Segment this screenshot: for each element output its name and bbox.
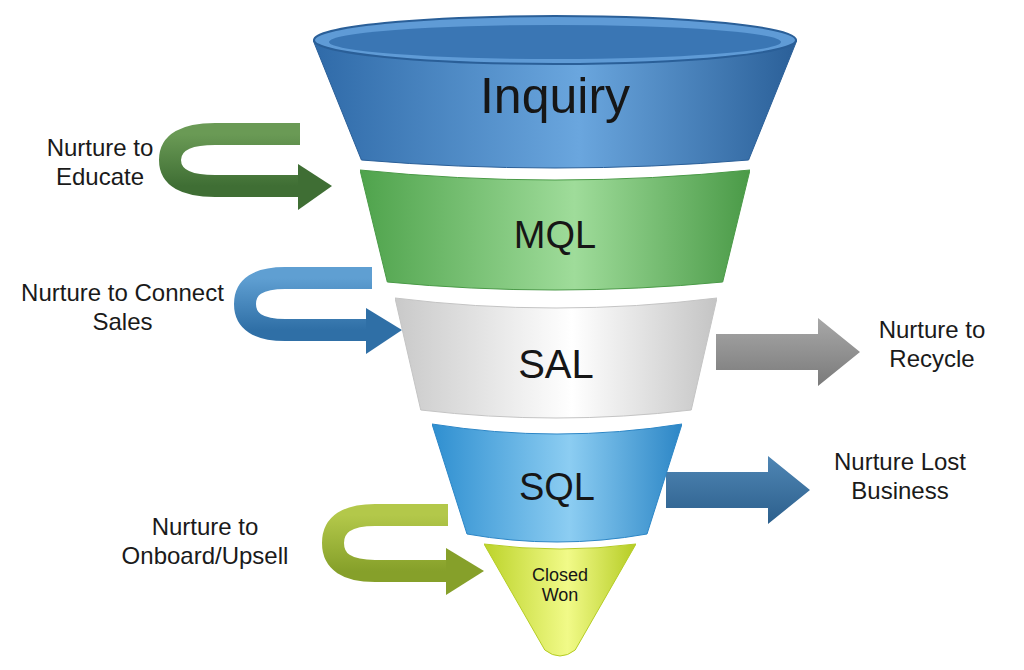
- u-turn-arrow: [245, 278, 402, 354]
- stage-label: Inquiry: [480, 69, 630, 124]
- stage-label: MQL: [514, 215, 596, 257]
- funnel-band: Inquiry: [313, 14, 797, 174]
- funnel-band: Closed Won: [484, 538, 636, 662]
- stage-label: Closed Won: [521, 566, 599, 606]
- nurture-label: Nurture to Recycle: [852, 316, 1012, 374]
- funnel-band: SQL: [432, 418, 682, 548]
- nurture-label: Nurture to Onboard/Upsell: [90, 513, 320, 571]
- nurture-label: Nurture Lost Business: [800, 448, 1000, 506]
- funnel-band: MQL: [360, 164, 750, 296]
- funnel-band: SAL: [395, 292, 717, 424]
- stage-label: SAL: [518, 342, 594, 386]
- stage-label: SQL: [519, 467, 595, 509]
- nurture-label: Nurture to Educate: [20, 134, 180, 192]
- straight-arrow: [716, 318, 860, 386]
- u-turn-arrow: [170, 134, 332, 210]
- nurture-label: Nurture to Connect Sales: [10, 279, 235, 337]
- straight-arrow: [666, 456, 810, 524]
- u-turn-arrow: [333, 515, 484, 595]
